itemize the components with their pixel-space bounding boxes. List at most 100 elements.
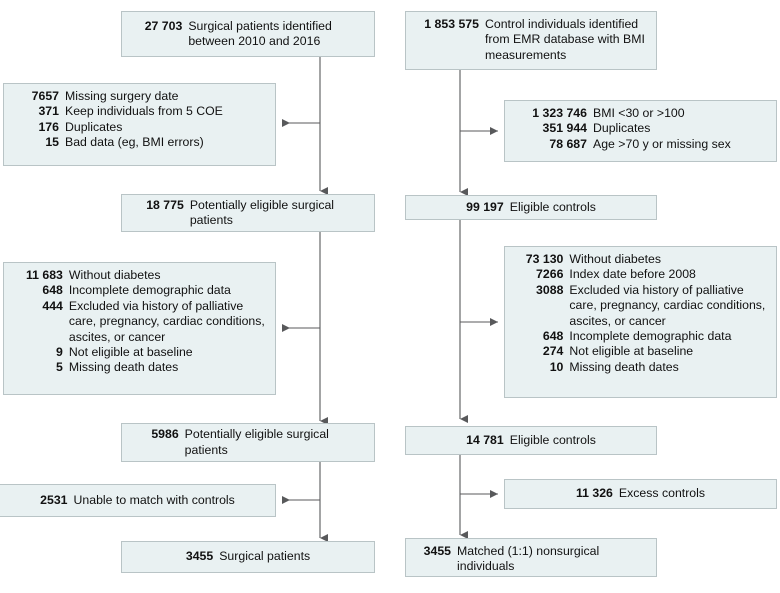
box-controls-eligible-1: 99 197 Eligible controls [405, 195, 657, 220]
table-row: 444 Excluded via history of palliative c… [11, 299, 268, 345]
table-row: 11 326 Excess controls [576, 486, 705, 501]
table-row: 3455 Surgical patients [186, 549, 310, 564]
table-row: 78 687 Age >70 y or missing sex [512, 136, 731, 152]
box-surgical-exclusions-1: 7657 Missing surgery date 371 Keep indiv… [3, 83, 276, 166]
row-label: Incomplete demographic data [569, 329, 732, 344]
row-number: 1 853 575 [424, 17, 479, 31]
row-number: 73 130 [525, 252, 564, 266]
row-number: 371 [38, 104, 59, 119]
row-label: Index date before 2008 [569, 267, 696, 282]
box-rows: 3455 Matched (1:1) nonsurgical individua… [413, 544, 617, 575]
table-row: 10 Missing death dates [512, 360, 769, 375]
row-number: 11 326 [575, 486, 613, 501]
box-rows: 11 683 Without diabetes 648 Incomplete d… [11, 268, 268, 376]
table-row: 371 Keep individuals from 5 COE [11, 104, 223, 119]
table-row: 2531 Unable to match with controls [40, 493, 235, 508]
row-label: Potentially eligible surgical patients [184, 427, 329, 457]
row-label: Duplicates [593, 121, 651, 136]
box-rows: 18 775 Potentially eligible surgical pat… [146, 198, 350, 229]
table-row: 18 775 Potentially eligible surgical pat… [146, 198, 350, 229]
row-number: 648 [542, 329, 564, 344]
row-label: Eligible controls [509, 199, 596, 214]
box-rows: 99 197 Eligible controls [466, 200, 596, 215]
row-number: 351 944 [542, 121, 587, 136]
table-row: 15 Bad data (eg, BMI errors) [11, 135, 223, 150]
row-number: 176 [38, 119, 59, 134]
row-number: 648 [42, 283, 63, 298]
box-controls-eligible-2: 14 781 Eligible controls [405, 426, 657, 455]
row-number: 78 687 [549, 136, 587, 151]
row-label: Without diabetes [569, 252, 662, 266]
row-label: Potentially eligible surgical patients [189, 197, 335, 227]
row-label: Missing surgery date [65, 89, 179, 103]
row-number: 5 [56, 360, 63, 375]
row-label: Age >70 y or missing sex [593, 136, 731, 151]
table-row: 3455 Matched (1:1) nonsurgical individua… [413, 544, 617, 575]
table-row: 11 683 Without diabetes [11, 268, 268, 283]
row-label: Not eligible at baseline [68, 345, 193, 360]
row-label: Excluded via history of palliative care,… [569, 282, 766, 328]
table-row: 5986 Potentially eligible surgical patie… [151, 427, 344, 458]
table-row: 648 Incomplete demographic data [11, 283, 268, 298]
table-row: 73 130 Without diabetes [512, 252, 769, 267]
row-number: 5986 [151, 427, 179, 442]
table-row: 1 853 575 Control individuals identified… [413, 17, 649, 63]
row-label: Duplicates [65, 119, 123, 134]
table-row: 7266 Index date before 2008 [512, 267, 769, 282]
row-label: Keep individuals from 5 COE [65, 104, 223, 119]
box-rows: 73 130 Without diabetes 7266 Index date … [512, 252, 769, 375]
box-rows: 14 781 Eligible controls [466, 433, 596, 448]
box-controls-identified: 1 853 575 Control individuals identified… [405, 11, 657, 70]
row-label: Unable to match with controls [73, 492, 235, 507]
table-row: 351 944 Duplicates [512, 121, 731, 136]
box-surgical-final: 3455 Surgical patients [121, 541, 375, 573]
box-surgical-unmatched: 2531 Unable to match with controls [0, 484, 276, 517]
box-rows: 2531 Unable to match with controls [40, 493, 235, 508]
table-row: 274 Not eligible at baseline [512, 344, 769, 359]
box-rows: 7657 Missing surgery date 371 Keep indiv… [11, 89, 223, 151]
row-label: Surgical patients [219, 549, 311, 564]
row-number: 9 [56, 345, 63, 360]
row-number: 7657 [31, 89, 59, 103]
row-label: Bad data (eg, BMI errors) [65, 135, 204, 150]
row-label: Not eligible at baseline [569, 344, 694, 359]
box-controls-exclusions-2: 73 130 Without diabetes 7266 Index date … [504, 246, 777, 398]
row-number: 444 [42, 298, 63, 313]
row-label: Control individuals identified from EMR … [485, 17, 645, 62]
box-surgical-identified: 27 703 Surgical patients identified betw… [121, 11, 375, 57]
row-number: 3455 [423, 544, 451, 558]
row-label: Eligible controls [509, 432, 596, 447]
box-surgical-potentially-eligible-1: 18 775 Potentially eligible surgical pat… [121, 194, 375, 232]
table-row: 3088 Excluded via history of palliative … [512, 283, 769, 329]
row-label: Incomplete demographic data [68, 283, 231, 298]
box-controls-exclusions-1: 1 323 746 BMI <30 or >100 351 944 Duplic… [504, 100, 777, 162]
box-rows: 11 326 Excess controls [576, 486, 705, 501]
box-rows: 5986 Potentially eligible surgical patie… [151, 427, 344, 458]
row-label: Excluded via history of palliative care,… [68, 298, 265, 344]
row-number: 14 781 [466, 432, 504, 447]
row-number: 27 703 [144, 18, 183, 33]
table-row: 648 Incomplete demographic data [512, 329, 769, 344]
table-row: 9 Not eligible at baseline [11, 345, 268, 360]
row-number: 274 [542, 344, 564, 359]
row-number: 99 197 [466, 199, 504, 214]
row-number: 3088 [536, 282, 564, 297]
row-number: 18 775 [146, 197, 184, 212]
row-number: 15 [45, 135, 59, 150]
box-rows: 1 853 575 Control individuals identified… [413, 17, 649, 63]
row-label: Missing death dates [569, 359, 679, 374]
row-number: 1 323 746 [532, 106, 587, 120]
box-controls-final: 3455 Matched (1:1) nonsurgical individua… [405, 538, 657, 577]
row-label: BMI <30 or >100 [593, 106, 685, 120]
box-surgical-exclusions-2: 11 683 Without diabetes 648 Incomplete d… [3, 262, 276, 395]
table-row: 5 Missing death dates [11, 360, 268, 375]
row-label: Surgical patients identified between 201… [188, 18, 332, 48]
box-rows: 27 703 Surgical patients identified betw… [145, 19, 352, 50]
row-number: 7266 [536, 267, 564, 282]
table-row: 7657 Missing surgery date [11, 89, 223, 104]
row-number: 3455 [185, 549, 214, 564]
row-number: 10 [549, 359, 564, 374]
row-number: 11 683 [25, 268, 63, 282]
table-row: 27 703 Surgical patients identified betw… [145, 19, 352, 50]
